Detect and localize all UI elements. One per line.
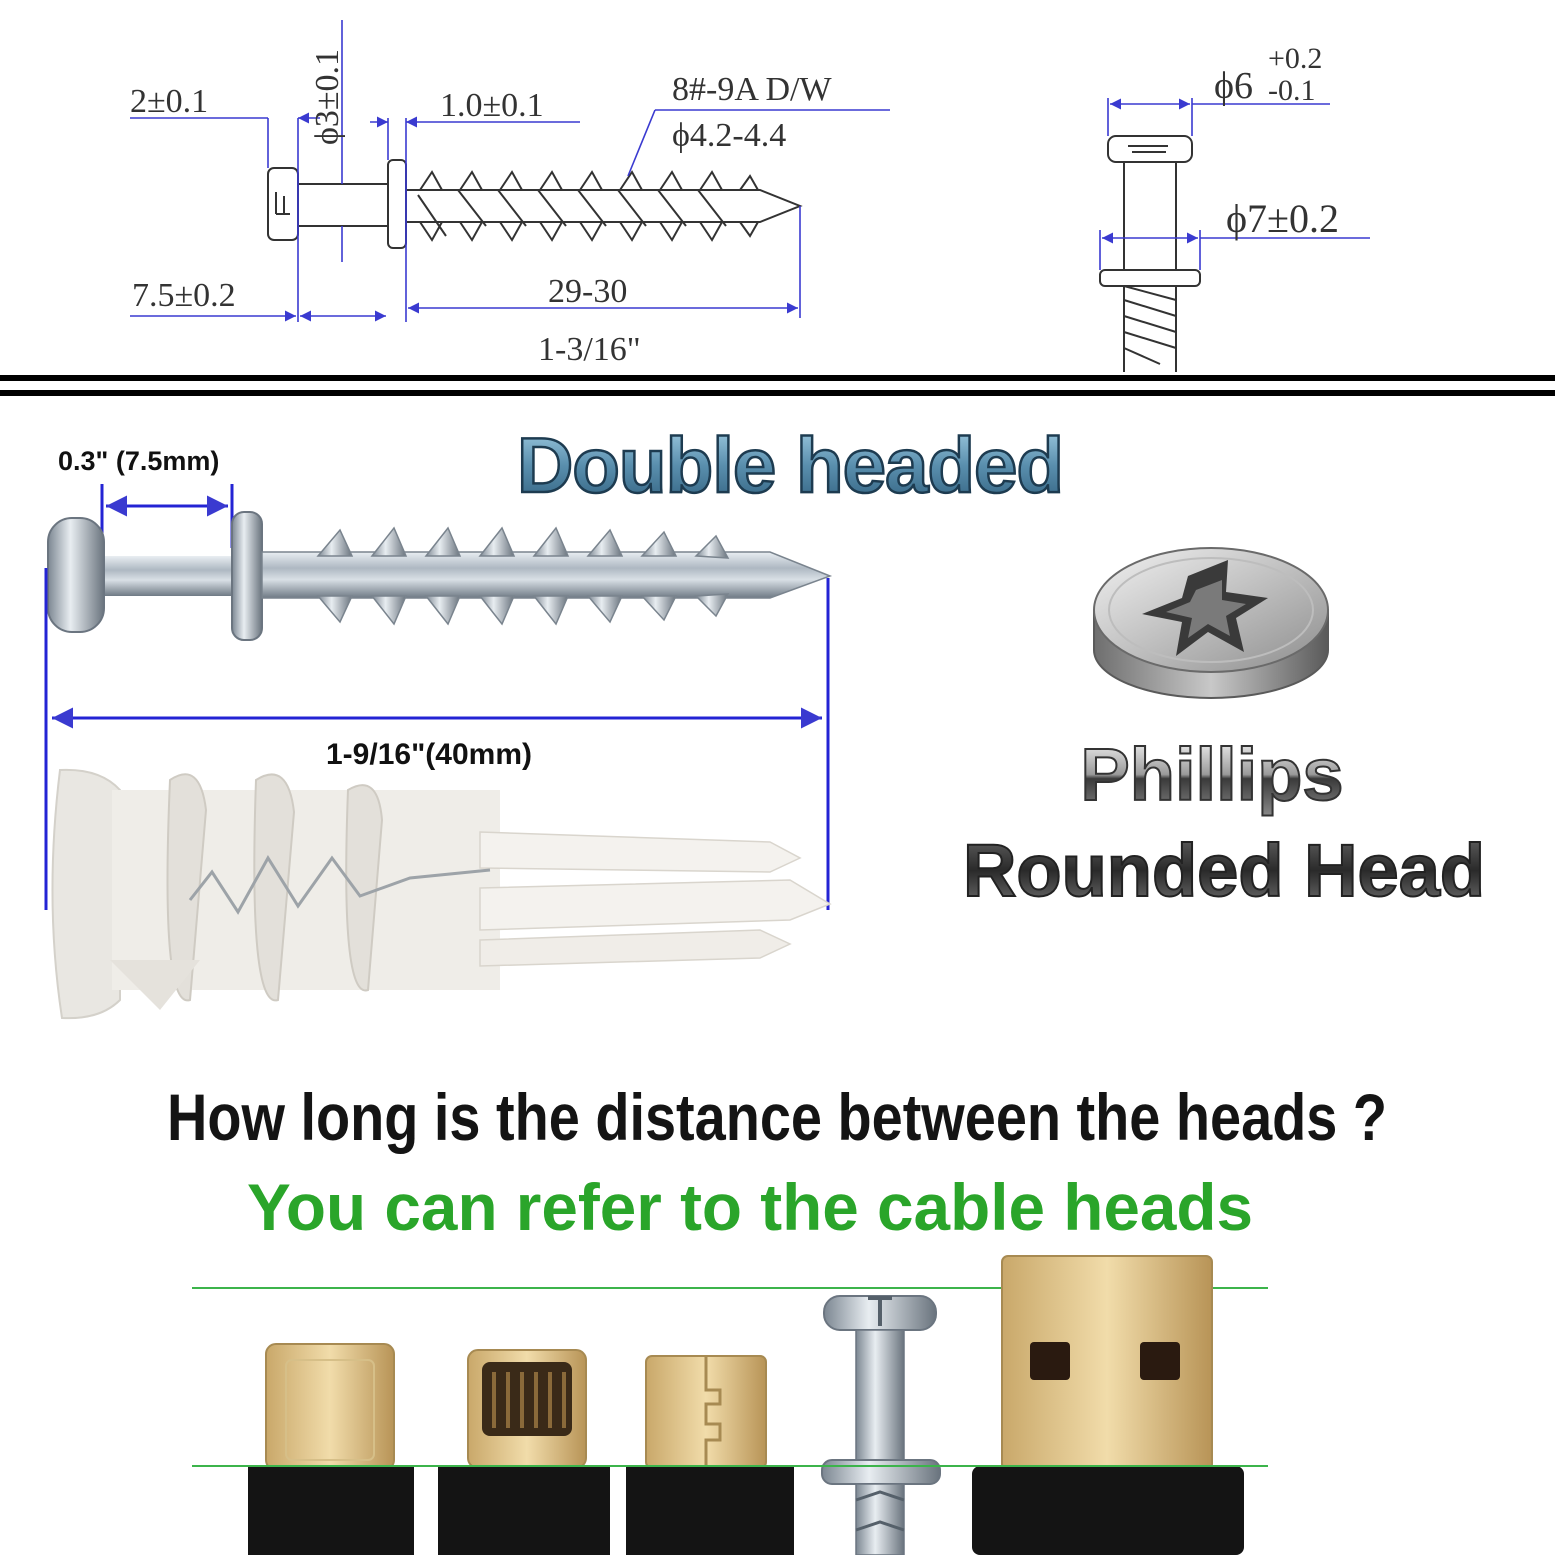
drywall-anchor — [51, 768, 832, 1020]
dim-head-diameter: ϕ6 — [1214, 65, 1253, 107]
dim-washer-thickness: 1.0±0.1 — [440, 87, 544, 124]
dim-head-diameter-tol-plus: +0.2 — [1268, 42, 1322, 75]
dim-thread-diameter: ϕ4.2-4.4 — [672, 117, 786, 154]
dimension-lines-side — [130, 20, 890, 322]
dim-washer-diameter: ϕ7±0.2 — [1226, 196, 1339, 241]
head-gap-label: 0.3" (7.5mm) — [58, 446, 219, 476]
section-divider — [0, 375, 1555, 396]
technical-drawing-end — [1099, 135, 1201, 372]
dim-thread-length-inch: 1-3/16" — [538, 331, 641, 368]
lightning-connector — [438, 1349, 610, 1555]
technical-drawing-side — [267, 159, 803, 249]
dim-thread-length: 29-30 — [548, 273, 627, 310]
usb-c-connector — [248, 1343, 414, 1555]
dim-head-diameter-tol-minus: -0.1 — [1268, 74, 1316, 107]
dim-head-thickness: 2±0.1 — [130, 83, 208, 120]
micro-usb-connector — [626, 1355, 794, 1555]
product-title: Double headed — [517, 421, 1063, 509]
feature-line-1: Phillips — [1080, 733, 1343, 816]
total-length-label: 1-9/16"(40mm) — [326, 738, 532, 771]
comparison-question: How long is the distance between the hea… — [167, 1080, 1387, 1154]
dimension-lines-end — [1099, 98, 1370, 270]
phillips-head-icon — [1093, 547, 1329, 699]
double-headed-screw — [47, 511, 833, 641]
dim-head-gap: 7.5±0.2 — [132, 277, 236, 314]
comparison-answer: You can refer to the cable heads — [247, 1170, 1253, 1244]
dim-thread-spec: 8#-9A D/W — [672, 71, 833, 108]
feature-line-2: Rounded Head — [963, 829, 1485, 912]
dim-shank-diameter: ϕ3±0.1 — [309, 49, 346, 145]
usb-a-connector — [972, 1255, 1244, 1555]
screw-head-comparison — [821, 1295, 941, 1555]
